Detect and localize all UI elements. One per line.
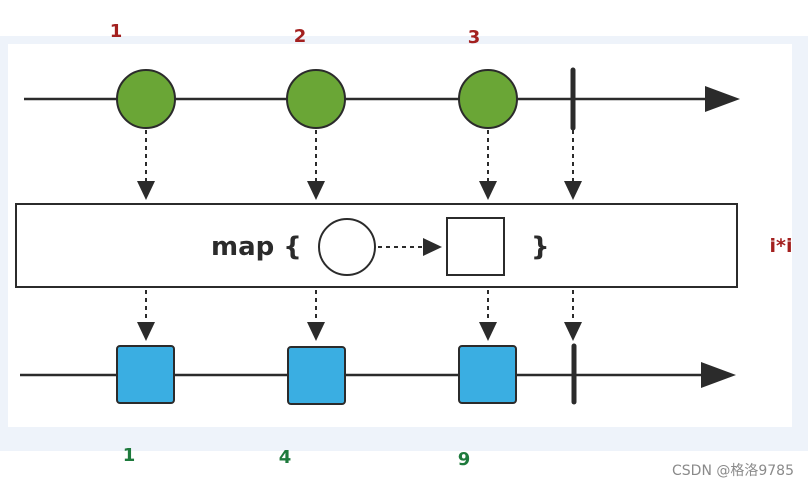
output-marble-3: [458, 345, 517, 404]
arrowhead-out-1: [137, 322, 155, 341]
input-marble-2: [286, 69, 346, 129]
output-label-9: 9: [458, 449, 471, 470]
input-label-2: 2: [294, 26, 307, 47]
arrowhead-out-2: [307, 322, 325, 341]
output-label-4: 4: [279, 447, 292, 468]
arrowhead-out-3: [479, 322, 497, 341]
operator-close-brace: }: [531, 232, 550, 262]
input-label-3: 3: [468, 27, 481, 48]
operator-keyword: map {: [211, 232, 302, 262]
operator-arrowhead: [423, 238, 442, 256]
operator-box: [15, 203, 738, 288]
arrowhead-in-1: [137, 181, 155, 200]
watermark: CSDN @格洛9785: [672, 463, 794, 479]
arrowhead-in-2: [307, 181, 325, 200]
operator-input-circle: [318, 218, 376, 276]
input-timeline-arrowhead: [705, 86, 740, 112]
output-timeline-arrowhead: [701, 362, 736, 388]
input-marble-3: [458, 69, 518, 129]
input-label-1: 1: [110, 21, 123, 42]
operator-output-square: [446, 217, 505, 276]
input-marble-1: [116, 69, 176, 129]
arrowhead-in-3: [479, 181, 497, 200]
output-marble-1: [116, 345, 175, 404]
output-marble-2: [287, 346, 346, 405]
arrowhead-out-completion: [564, 322, 582, 341]
output-label-1: 1: [123, 445, 136, 466]
arrowhead-in-completion: [564, 181, 582, 200]
formula-label: i*i: [770, 235, 793, 257]
